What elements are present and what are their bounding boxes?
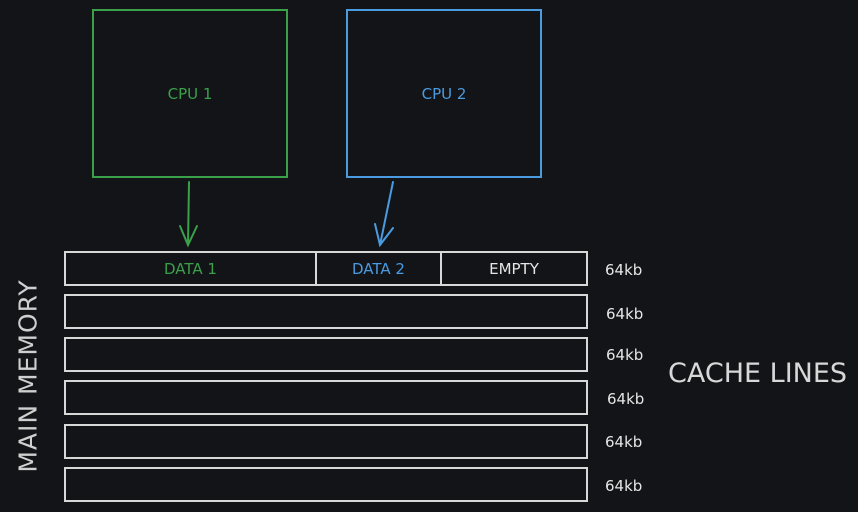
cache-line-2-size: 64kb — [606, 305, 644, 323]
data-2-segment: DATA 2 — [317, 253, 442, 284]
data-1-label: DATA 1 — [164, 259, 217, 278]
cache-line-4-size: 64kb — [607, 390, 645, 408]
main-memory-label: MAIN MEMORY — [13, 279, 43, 473]
cache-line-4 — [64, 380, 588, 415]
cache-line-1-size: 64kb — [605, 261, 643, 279]
cache-line-3 — [64, 337, 588, 372]
cache-line-6-size: 64kb — [605, 477, 643, 495]
cpu2-arrow — [374, 181, 394, 248]
cpu-2-label: CPU 2 — [421, 84, 467, 103]
data-1-segment: DATA 1 — [66, 253, 317, 284]
empty-label: EMPTY — [489, 259, 539, 278]
data-2-label: DATA 2 — [352, 259, 405, 278]
cache-lines-label: CACHE LINES — [668, 358, 848, 389]
cpu1-arrow — [179, 181, 198, 248]
cache-line-3-size: 64kb — [606, 346, 644, 364]
cache-line-2 — [64, 294, 588, 329]
cpu-1-label: CPU 1 — [167, 84, 213, 103]
cpu-2-box: CPU 2 — [346, 9, 542, 178]
cache-line-6 — [64, 467, 588, 502]
cpu-1-box: CPU 1 — [92, 9, 288, 178]
cache-line-1: DATA 1 DATA 2 EMPTY — [64, 251, 588, 286]
cache-line-5-size: 64kb — [605, 433, 643, 451]
cache-line-5 — [64, 424, 588, 459]
empty-segment: EMPTY — [442, 253, 586, 284]
